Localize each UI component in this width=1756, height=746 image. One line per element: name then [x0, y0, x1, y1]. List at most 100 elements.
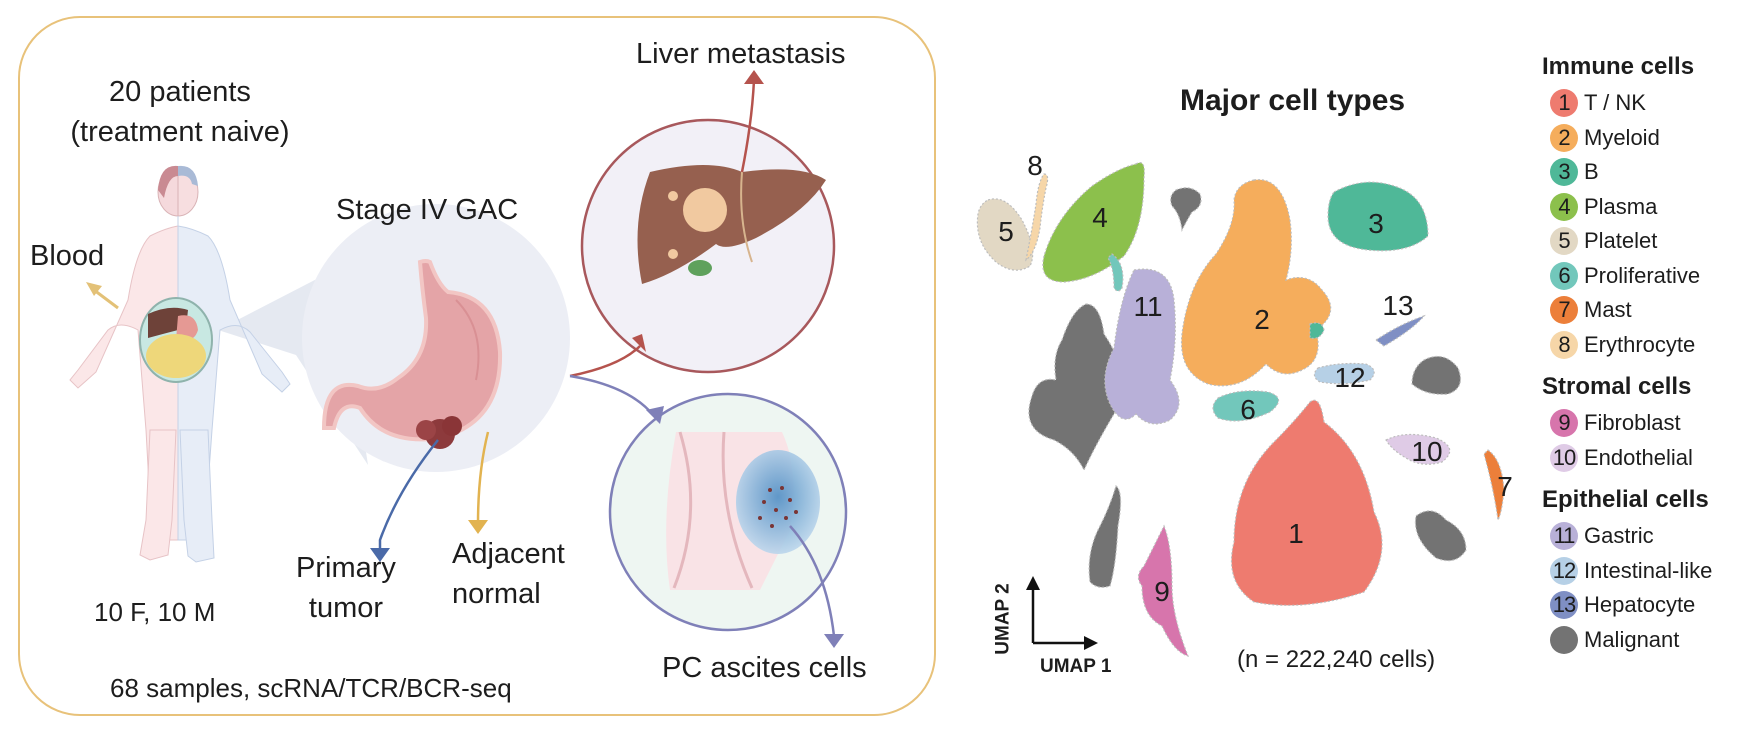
legend-item-label: Proliferative [1584, 262, 1701, 288]
umap-title: Major cell types [1180, 84, 1406, 117]
cluster-10-endothelial [1385, 433, 1451, 465]
blood-arrow [93, 288, 119, 310]
legend-swatch-icon: 12 [1550, 556, 1578, 585]
study-design-panel [18, 16, 936, 716]
cluster-label-10: 10 [1411, 436, 1443, 467]
legend-group-heading: Immune cells [1542, 53, 1695, 80]
umap-axes-icon [1026, 576, 1098, 650]
cluster-6-proliferative [1212, 390, 1280, 422]
cluster-1-t-nk [1230, 399, 1383, 606]
cluster-label-1: 1 [1288, 518, 1304, 549]
cluster-8-erythrocyte [1025, 173, 1049, 262]
umap-x-axis-label: UMAP 1 [1040, 656, 1112, 677]
cluster-label-4: 4 [1092, 202, 1108, 233]
cluster-malignant [1028, 303, 1122, 472]
patient-figure-icon [69, 165, 291, 563]
cluster-label-9: 9 [1154, 576, 1170, 607]
legend-item-label: Platelet [1584, 228, 1658, 254]
primary-tumor-label-1: Primary [296, 552, 396, 584]
adjacent-normal-arrow [476, 431, 490, 525]
cluster-malignant [1088, 485, 1122, 588]
adjacent-normal-label-2: normal [452, 578, 541, 610]
cluster-label-7: 7 [1497, 471, 1513, 502]
umap-y-axis-label: UMAP 2 [992, 583, 1014, 655]
legend-item-label: Plasma [1584, 193, 1658, 219]
cluster-7-mast [1483, 449, 1505, 523]
stomach-icon [321, 259, 503, 449]
primary-tumor-arrow [378, 439, 439, 550]
legend-item-label: Gastric [1584, 523, 1654, 549]
liver-icon [637, 165, 826, 284]
samples-label: 68 samples, scRNA/TCR/BCR-seq [110, 673, 512, 703]
cluster-5-platelet [976, 198, 1034, 271]
cluster-label-5: 5 [998, 216, 1014, 247]
legend-swatch-icon: 8 [1550, 330, 1578, 359]
cluster-4-plasma [1042, 162, 1145, 283]
cluster-label-13: 13 [1382, 290, 1414, 321]
cluster-label-8: 8 [1027, 150, 1043, 181]
cluster-label-3: 3 [1368, 208, 1384, 239]
cluster-3-b [1327, 181, 1429, 252]
legend-swatch-icon [1550, 625, 1578, 654]
legend-item-label: Intestinal-like [1584, 557, 1713, 583]
patients-count-label: 20 patients [109, 76, 251, 108]
cluster-13-hepatocyte [1374, 314, 1426, 347]
peritoneum-icon [666, 431, 820, 590]
legend-swatch-icon: 6 [1550, 261, 1578, 290]
cluster-label-2: 2 [1254, 304, 1270, 335]
cluster-label-12: 12 [1334, 362, 1366, 393]
blood-label: Blood [30, 240, 105, 272]
cluster-malignant [1414, 510, 1467, 562]
cluster-11-gastric [1104, 268, 1180, 425]
cluster-malignant [1170, 187, 1202, 233]
cluster-9-fibroblast [1137, 524, 1190, 657]
legend-item-label: Malignant [1584, 626, 1680, 652]
legend-swatch-icon: 13 [1550, 591, 1578, 620]
legend-group-heading: Epithelial cells [1542, 486, 1709, 513]
legend-swatch-icon: 11 [1550, 522, 1578, 551]
legend-item-label: Fibroblast [1584, 410, 1681, 436]
cluster-2-myeloid [1180, 179, 1332, 387]
treatment-naive-label: (treatment naive) [70, 116, 290, 148]
legend-swatch-icon: 1 [1550, 89, 1578, 118]
legend-group-heading: Stromal cells [1542, 373, 1692, 400]
legend-item-label: T / NK [1584, 90, 1646, 116]
legend-item-label: B [1584, 159, 1599, 185]
legend-swatch-icon: 10 [1550, 443, 1578, 472]
cell-count-label: (n = 222,240 cells) [1237, 646, 1436, 673]
adjacent-normal-label-1: Adjacent [452, 538, 565, 570]
legend-swatch-icon: 3 [1550, 158, 1578, 187]
liver-metastasis-arrow [740, 79, 756, 173]
stage-label: Stage IV GAC [336, 194, 519, 226]
legend-swatch-icon: 5 [1550, 227, 1578, 256]
legend-item-label: Endothelial [1584, 444, 1693, 470]
sex-split-label: 10 F, 10 M [94, 597, 216, 627]
cluster-malignant [1411, 355, 1461, 395]
legend-swatch-icon: 7 [1550, 296, 1578, 325]
primary-tumor-label-2: tumor [308, 592, 384, 624]
cluster-12-intestinal-like [1313, 362, 1375, 385]
legend-gap [1542, 475, 1756, 485]
legend-item-label: Hepatocyte [1584, 592, 1696, 618]
cluster-label-11: 11 [1133, 291, 1163, 322]
legend-swatch-icon: 9 [1550, 409, 1578, 438]
liver-metastasis-label: Liver metastasis [636, 38, 846, 70]
legend-item-label: Myeloid [1584, 124, 1660, 150]
legend-swatch-icon: 2 [1550, 123, 1578, 152]
ascites-label: PC ascites cells [662, 652, 867, 684]
ascites-arrow [789, 525, 836, 637]
legend-item: Malignant [1542, 623, 1756, 658]
